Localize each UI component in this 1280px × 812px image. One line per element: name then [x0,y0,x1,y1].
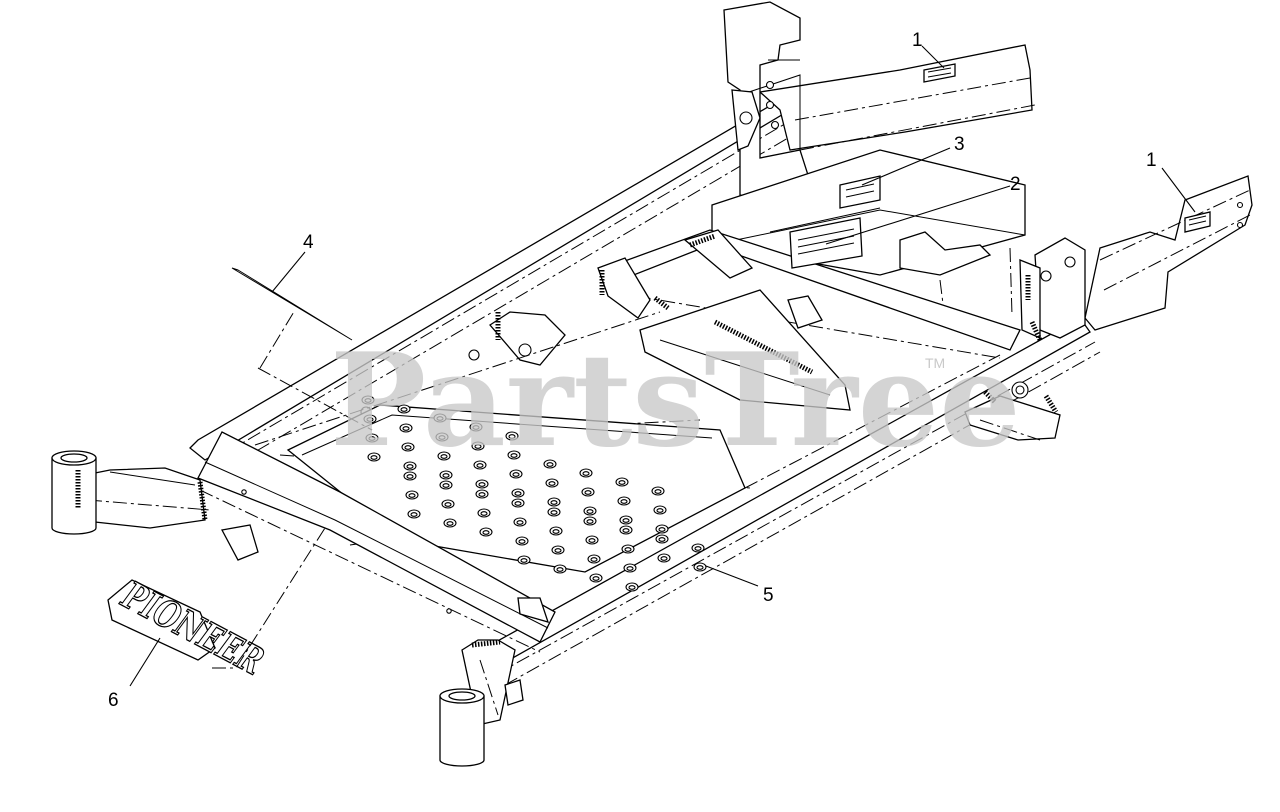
floor-hole-inner [370,455,378,460]
floor-hole-inner [586,509,594,514]
floor-hole-inner [402,426,410,431]
floor-hole-inner [556,567,564,572]
watermark-trademark: TM [925,355,945,371]
floor-hole-inner [510,453,518,458]
callouts: 1 1 2 3 4 5 6 [108,30,1196,711]
floor-hole-inner [482,530,490,535]
floor-hole-inner [508,434,516,439]
callout-1b-label: 1 [1146,150,1157,171]
floor-hole-inner [444,502,452,507]
callout-6-label: 6 [108,690,119,711]
floor-hole-inner [474,444,482,449]
floor-hole-inner [592,576,600,581]
floor-hole-inner [442,473,450,478]
floor-hole-inner [520,558,528,563]
floor-hole-inner [514,501,522,506]
callout-2-leader [825,185,1011,245]
floor-hole-inner [658,527,666,532]
floor-hole-inner [622,528,630,533]
floor-hole-inner [656,508,664,513]
floor-hole-inner [446,521,454,526]
callout-6-leader [129,637,161,687]
floor-hole-inner [442,483,450,488]
floor-hole-inner [368,436,376,441]
floor-hole-inner [658,537,666,542]
floor-hole-inner [654,489,662,494]
floor-hole-inner [628,585,636,590]
floor-hole-inner [694,546,702,551]
floor-hole-inner [548,481,556,486]
floor-hole-inner [366,417,374,422]
floor-hole-inner [582,471,590,476]
callout-4-label: 4 [303,232,314,253]
floor-hole-inner [516,520,524,525]
callout-2-label: 2 [1010,174,1021,195]
floor-hole-inner [550,510,558,515]
watermark-text: PartsTree [330,326,1021,476]
floor-hole-inner [440,454,448,459]
floor-hole-inner [620,499,628,504]
floor-hole-inner [546,462,554,467]
watermark: PartsTree TM [330,326,1021,476]
floor-hole-inner [624,547,632,552]
floor-hole-inner [590,557,598,562]
floor-hole-inner [478,492,486,497]
floor-hole-inner [586,519,594,524]
mower-frame-drawing [51,1,1253,767]
floor-hole-inner [472,425,480,430]
floor-hole-inner [622,518,630,523]
callout-1a-label: 1 [912,30,923,51]
floor-hole-inner [552,529,560,534]
floor-hole-inner [478,482,486,487]
callout-3-label: 3 [954,134,965,155]
floor-hole-inner [584,490,592,495]
floor-hole-inner [626,566,634,571]
floor-hole-inner [514,491,522,496]
floor-hole-inner [660,556,668,561]
callout-1a-leader [921,45,945,69]
pioneer-logo-decal: PIONEER [107,527,326,684]
floor-hole-inner [588,538,596,543]
floor-hole-inner [400,407,408,412]
floor-hole-inner [406,474,414,479]
floor-hole-inner [696,565,704,570]
floor-hole-inner [554,548,562,553]
floor-hole-inner [406,464,414,469]
floor-hole-inner [410,512,418,517]
floor-hole-inner [550,500,558,505]
floor-hole-inner [438,435,446,440]
floor-hole-inner [476,463,484,468]
floor-hole-inner [518,539,526,544]
floor-hole-inner [618,480,626,485]
floor-hole-inner [436,416,444,421]
callout-4-leader [271,251,306,293]
floor-pan-holes [361,395,707,592]
callout-5-label: 5 [763,585,774,606]
callout-1b-leader [1161,167,1196,213]
callout-3-leader [861,147,951,186]
floor-hole-inner [480,511,488,516]
floor-hole-inner [408,493,416,498]
floor-hole-inner [512,472,520,477]
floor-hole-inner [364,398,372,403]
callout-5-leader [705,565,759,587]
floor-hole-inner [404,445,412,450]
